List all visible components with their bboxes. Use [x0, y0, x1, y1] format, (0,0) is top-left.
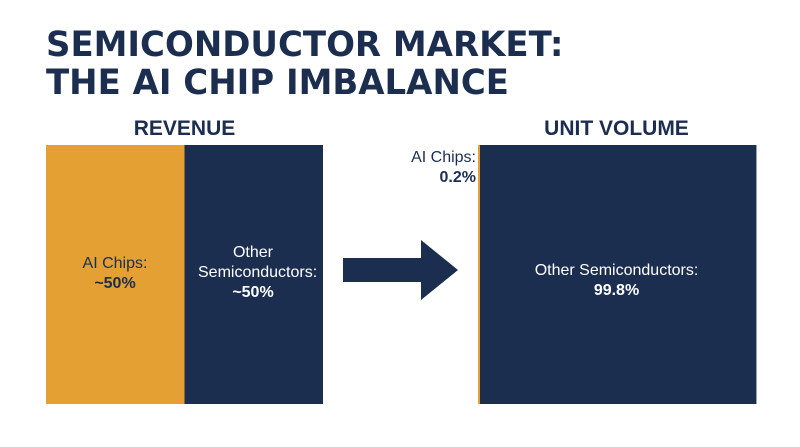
revenue-chart-title: REVENUE — [133, 117, 236, 140]
right-arrow-icon — [343, 240, 458, 300]
page-title: SEMICONDUCTOR MARKET: THE AI CHIP IMBALA… — [46, 26, 563, 102]
revenue-other-name: Other Semiconductors: — [178, 243, 328, 283]
unit-volume-segment-ai-chips — [478, 145, 480, 404]
unit-volume-segment-other-semiconductors — [480, 145, 757, 404]
unit-volume-other-name: Other Semiconductors: — [534, 262, 699, 279]
unit-volume-chart-title: UNIT VOLUME — [544, 117, 689, 140]
revenue-ai-chips-value: ~50% — [94, 275, 136, 292]
unit-volume-other-value: 99.8% — [593, 282, 640, 299]
title-line-2: THE AI CHIP IMBALANCE — [46, 63, 509, 103]
unit-volume-ai-chips-label: AI Chips: 0.2% — [396, 148, 476, 188]
revenue-other-value: ~50% — [232, 284, 274, 301]
title-line-1: SEMICONDUCTOR MARKET: — [46, 25, 564, 65]
revenue-ai-chips-name: AI Chips: — [82, 255, 148, 272]
unit-volume-other-semiconductors-label: Other Semiconductors: 99.8% — [478, 261, 755, 301]
unit-volume-ai-chips-name: AI Chips: — [411, 149, 476, 166]
unit-volume-ai-chips-value: 0.2% — [439, 169, 476, 186]
revenue-segment-other-semiconductors — [184, 145, 323, 404]
revenue-ai-chips-label: AI Chips: ~50% — [46, 254, 184, 294]
revenue-segment-ai-chips — [46, 145, 185, 404]
revenue-other-semiconductors-label: Other Semiconductors: ~50% — [178, 243, 328, 303]
revenue-other-name-text: Other Semiconductors: — [198, 244, 318, 281]
unit-volume-chart — [478, 145, 757, 404]
revenue-chart — [46, 145, 323, 404]
